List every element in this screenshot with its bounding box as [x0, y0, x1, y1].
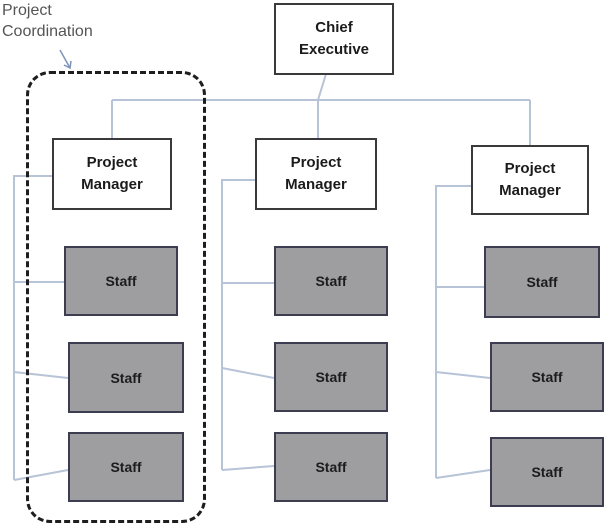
staff-box-3-2: Staff	[490, 342, 604, 412]
chief-executive-label: Chief Executive	[298, 19, 370, 58]
staff-box-3-1: Staff	[484, 246, 600, 318]
connector-col3-staff3	[435, 469, 491, 479]
caption-line-1: Project	[2, 2, 52, 19]
connector-col2-spine	[221, 179, 255, 470]
staff-label: Staff	[110, 459, 142, 475]
staff-box-2-1: Staff	[274, 246, 388, 316]
staff-label: Staff	[105, 273, 137, 289]
project-manager-box-2: Project Manager	[255, 138, 377, 210]
connector-chief	[317, 73, 327, 101]
staff-label: Staff	[531, 369, 563, 385]
chief-executive-box: Chief Executive	[274, 3, 394, 75]
project-manager-label: Project Manager	[499, 160, 561, 199]
staff-box-2-3: Staff	[274, 432, 388, 502]
staff-label: Staff	[315, 459, 347, 475]
staff-label: Staff	[526, 274, 558, 290]
project-manager-box-1: Project Manager	[52, 138, 172, 210]
staff-box-3-3: Staff	[490, 437, 604, 507]
staff-box-2-2: Staff	[274, 342, 388, 412]
staff-box-1-3: Staff	[68, 432, 184, 502]
staff-label: Staff	[315, 273, 347, 289]
project-manager-label: Project Manager	[81, 154, 143, 193]
project-manager-box-3: Project Manager	[471, 145, 589, 215]
staff-box-1-2: Staff	[68, 342, 184, 413]
connector-col3-spine	[435, 185, 471, 478]
connector-col1-staff2	[13, 371, 69, 379]
staff-label: Staff	[315, 369, 347, 385]
connector-col1-spine	[13, 175, 52, 480]
staff-label: Staff	[531, 464, 563, 480]
connector-col3-staff2	[435, 371, 491, 379]
caption-line-2: Coordination	[2, 23, 93, 40]
staff-label: Staff	[110, 369, 142, 386]
staff-box-1-1: Staff	[64, 246, 178, 316]
connector-col2-staff2	[221, 367, 275, 379]
connector-col2-staff3	[221, 465, 275, 471]
connector-col1-staff3	[13, 469, 69, 481]
caption-arrow	[59, 49, 72, 70]
project-manager-label: Project Manager	[285, 154, 347, 193]
project-coordination-caption: Project Coordination	[2, 0, 93, 42]
